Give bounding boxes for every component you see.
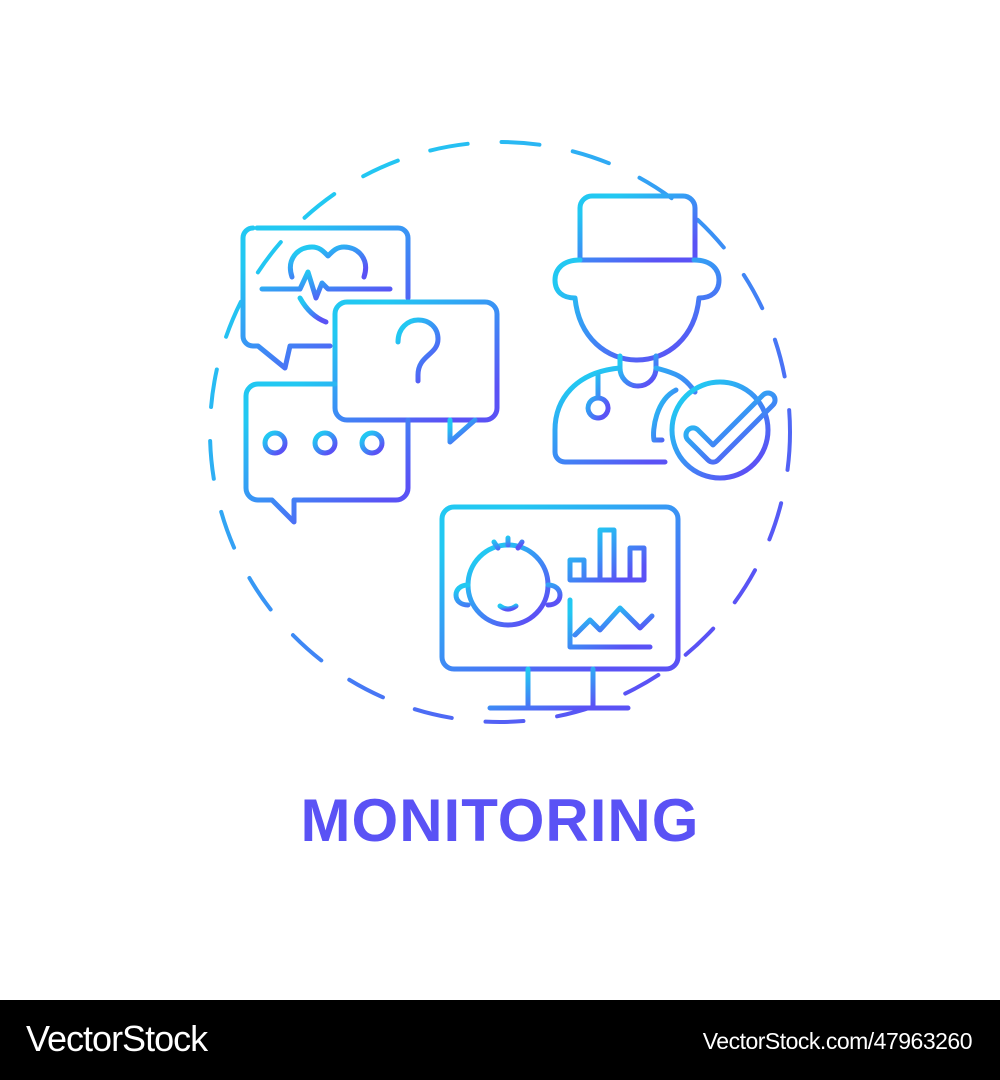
watermark-footer: VectorStock VectorStock.com/47963260 xyxy=(0,1000,1000,1080)
dashed-circle-border xyxy=(208,140,792,724)
heart-pulse-speech-bubble-icon xyxy=(240,225,411,371)
illustration-title: MONITORING xyxy=(300,787,700,854)
check-badge-icon xyxy=(669,379,778,481)
brand-logo-text: VectorStock xyxy=(26,1018,208,1059)
image-reference: VectorStock.com/47963260 xyxy=(702,1028,973,1054)
doctor-with-stethoscope-icon xyxy=(552,193,722,465)
question-speech-bubble-icon xyxy=(332,299,500,445)
monitor-with-baby-and-charts-icon xyxy=(439,504,681,711)
typing-dots-speech-bubble-icon xyxy=(243,381,411,525)
monitoring-illustration xyxy=(208,140,792,724)
